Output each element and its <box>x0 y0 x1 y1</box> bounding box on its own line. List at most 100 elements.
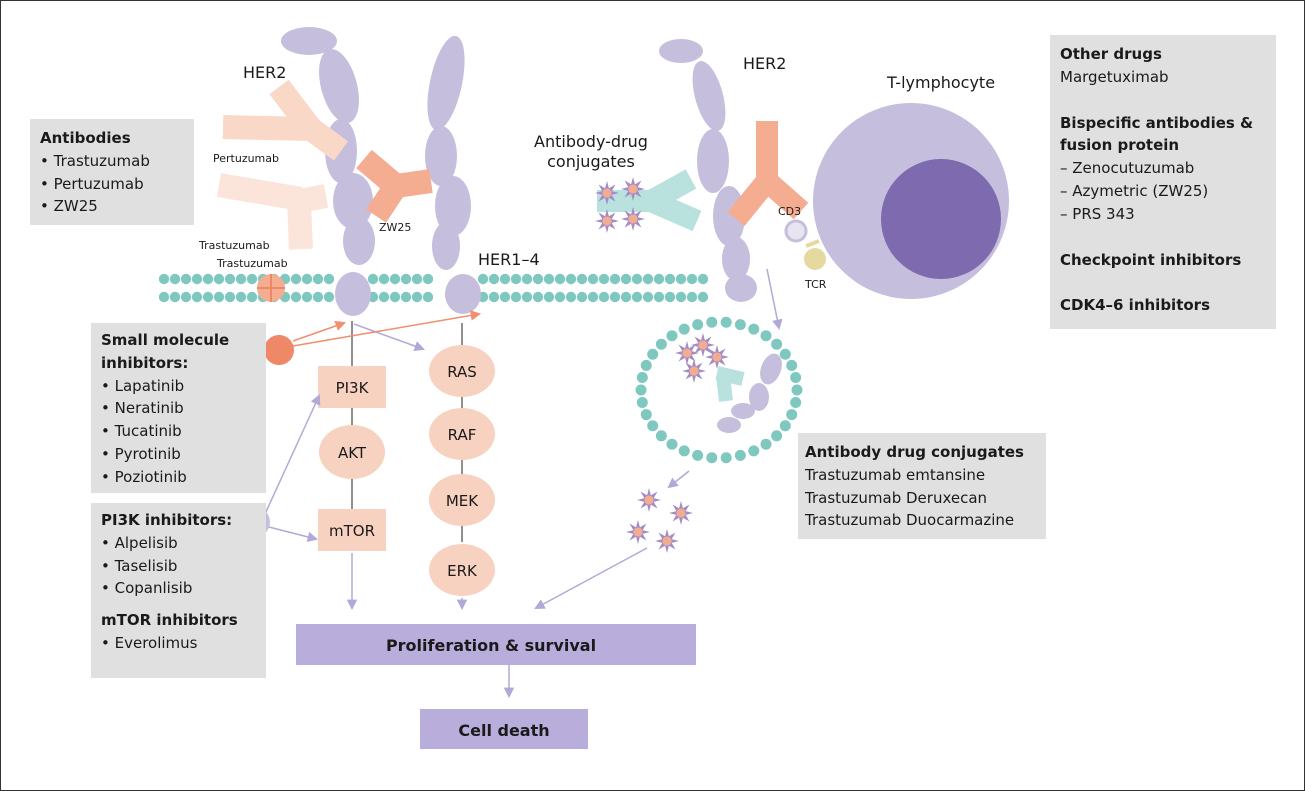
mtor-inhibitors-list: Everolimus <box>101 632 256 655</box>
svg-text:Proliferation & survival: Proliferation & survival <box>386 636 596 655</box>
drug-payload-star-icon <box>626 520 650 544</box>
membrane-bead <box>389 273 401 285</box>
membrane-bead <box>587 273 599 285</box>
tcr-complex <box>784 219 826 270</box>
drug-payload-star-icon <box>675 341 699 365</box>
svg-text:mTOR: mTOR <box>329 522 375 540</box>
vesicle-bead <box>640 409 652 421</box>
membrane-bead <box>675 273 687 285</box>
membrane-bead <box>565 291 577 303</box>
membrane-bead <box>235 291 247 303</box>
membrane-bead <box>312 291 324 303</box>
membrane-bead <box>312 273 324 285</box>
membrane-bead <box>477 273 489 285</box>
pertuzumab-antibody <box>222 79 349 161</box>
vesicle-bead <box>666 438 678 450</box>
membrane-bead <box>598 273 610 285</box>
svg-text:RAS: RAS <box>447 363 477 381</box>
membrane-bead <box>609 291 621 303</box>
membrane-bead <box>169 291 181 303</box>
internalized-her2-adc <box>715 353 782 433</box>
membrane-bead <box>290 273 302 285</box>
list-item: Margetuximab <box>1060 67 1169 86</box>
svg-text:Cell death: Cell death <box>458 721 549 740</box>
svg-text:PI3K: PI3K <box>336 379 370 397</box>
membrane-bead <box>301 291 313 303</box>
vesicle-bead <box>779 420 791 432</box>
small-molecule-inhibitor-icon <box>264 335 294 365</box>
other-drugs-title: Other drugs <box>1060 45 1162 63</box>
membrane-bead <box>323 291 335 303</box>
vesicle-bead <box>786 359 798 371</box>
membrane-bead <box>576 291 588 303</box>
list-item: Pyrotinib <box>101 443 256 466</box>
membrane-bead <box>202 291 214 303</box>
membrane-bead <box>411 291 423 303</box>
her1-4-receptor <box>425 35 481 314</box>
vesicle-bead <box>692 449 704 461</box>
vesicle-bead <box>647 420 659 432</box>
list-item: Everolimus <box>101 632 256 655</box>
cdk4-6-inhibitors-title: CDK4–6 inhibitors <box>1060 296 1210 315</box>
membrane-bead <box>642 291 654 303</box>
vesicle-bead <box>636 372 648 384</box>
raf-node: RAF <box>429 408 495 460</box>
list-item: Zenocutuzumab <box>1060 157 1266 180</box>
vesicle-bead <box>655 338 667 350</box>
svg-text:RAF: RAF <box>448 426 477 444</box>
vesicle-bead <box>636 396 648 408</box>
vesicle-bead <box>720 316 732 328</box>
pi3k-mtor-inhibitors-panel: PI3K inhibitors: Alpelisib Taselisib Cop… <box>91 503 266 678</box>
drug-payload-star-icon <box>691 333 715 357</box>
list-item: Trastuzumab Deruxecan <box>805 488 988 507</box>
drug-payload-star-icon <box>705 345 729 369</box>
antibodies-list: Trastuzumab Pertuzumab ZW25 <box>40 150 184 218</box>
membrane-bead <box>631 273 643 285</box>
membrane-bead <box>213 273 225 285</box>
vesicle-bead <box>666 330 678 342</box>
bispecific-title-1: Bispecific antibodies & <box>1060 113 1254 132</box>
membrane-bead <box>697 273 709 285</box>
list-item: Trastuzumab emtansine <box>805 465 986 484</box>
membrane-bead <box>411 273 423 285</box>
vesicle-bead <box>734 319 746 331</box>
bispecific-list: Zenocutuzumab Azymetric (ZW25) PRS 343 <box>1060 157 1266 225</box>
zw25-antibody <box>356 149 433 223</box>
trastuzumab-label-1: Trastuzumab <box>198 239 270 252</box>
membrane-bead <box>488 291 500 303</box>
membrane-bead <box>158 273 170 285</box>
drug-payload-star-icon <box>621 177 645 201</box>
pertuzumab-label: Pertuzumab <box>213 152 279 165</box>
her1-4-label: HER1–4 <box>478 250 540 269</box>
list-item: Taselisib <box>101 555 256 578</box>
proliferation-survival-box: Proliferation & survival <box>296 624 696 665</box>
drug-payload-star-icon <box>595 181 619 205</box>
trastuzumab-antibody <box>216 173 329 250</box>
membrane-bead <box>543 291 555 303</box>
vesicle-bead <box>655 430 667 442</box>
membrane-bead <box>521 291 533 303</box>
cd3-label: CD3 <box>778 205 801 218</box>
vesicle-bead <box>720 452 732 464</box>
membrane-bead <box>180 273 192 285</box>
membrane-bead <box>576 273 588 285</box>
membrane-bead <box>664 273 676 285</box>
drug-payload-star-icon <box>637 488 661 512</box>
drug-payload-star-icon <box>595 209 619 233</box>
membrane-bead <box>521 273 533 285</box>
membrane-bead <box>664 291 676 303</box>
her2-receptor-left <box>281 27 375 316</box>
list-item: Trastuzumab <box>40 150 184 173</box>
membrane-bead <box>367 273 379 285</box>
t-lymphocyte-cell <box>813 103 1009 299</box>
membrane-bead <box>235 273 247 285</box>
mtor-node: mTOR <box>318 509 386 551</box>
membrane-bead <box>246 291 258 303</box>
vesicle-bead <box>647 348 659 360</box>
membrane-bead <box>400 291 412 303</box>
vesicle-bead <box>760 330 772 342</box>
list-item: Copanlisib <box>101 577 256 600</box>
vesicle-bead <box>786 409 798 421</box>
vesicle-bead <box>678 445 690 457</box>
